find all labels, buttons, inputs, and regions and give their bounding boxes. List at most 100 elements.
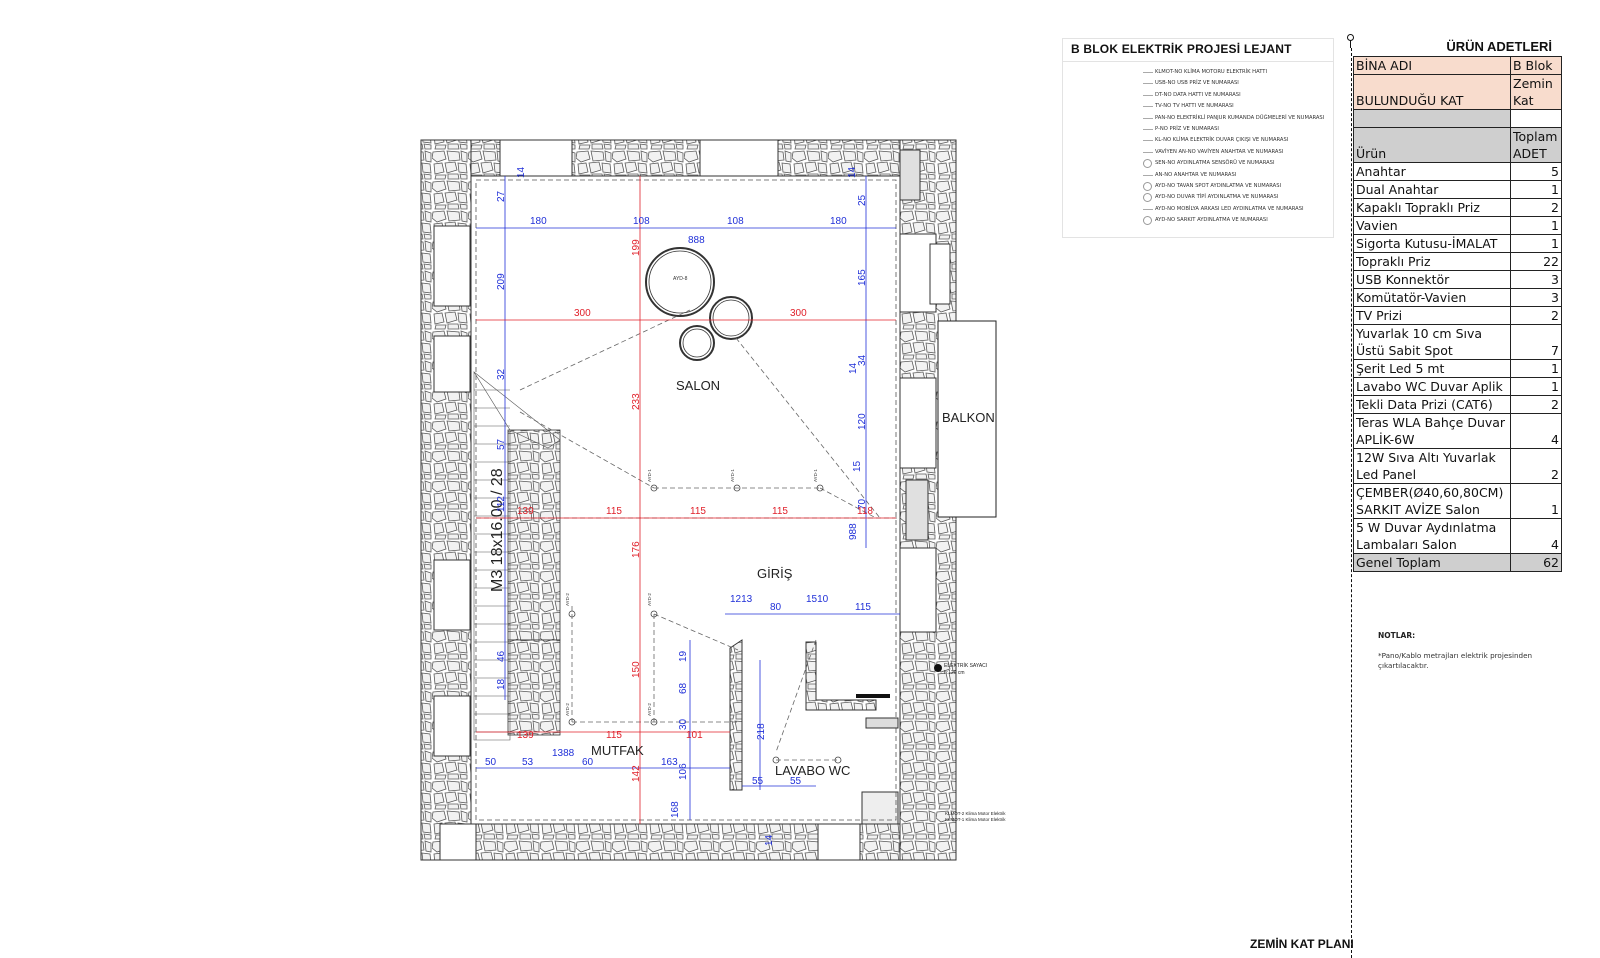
- table-row: BULUNDUĞU KAT Zemin Kat: [1353, 74, 1562, 110]
- product-name: 5 W Duvar Aydınlatma Lambaları Salon: [1353, 518, 1511, 554]
- dimension: 233: [631, 393, 642, 410]
- legend-symbol-icon: [1143, 94, 1153, 96]
- dimension: 30: [678, 718, 689, 730]
- legend-symbol-icon: [1143, 83, 1153, 85]
- dimension: 218: [756, 723, 767, 740]
- legend-symbol-icon: [1143, 106, 1153, 108]
- product-qty: 2: [1510, 306, 1562, 325]
- dimension: 115: [855, 602, 871, 613]
- pendant-label: AYD-8: [673, 276, 688, 282]
- product-qty: 1: [1510, 216, 1562, 235]
- table-row: [1353, 109, 1562, 128]
- spacer-cell: [1510, 109, 1562, 128]
- pin-icon: [1347, 34, 1354, 48]
- room-balkon: BALKON: [942, 410, 995, 425]
- dimension: 32: [496, 368, 507, 380]
- meter-height: h:120 cm: [944, 670, 965, 676]
- notes-title: NOTLAR:: [1378, 631, 1416, 640]
- notes-text: *Pano/Kablo metrajları elektrik projesin…: [1378, 651, 1533, 670]
- product-name: Şerit Led 5 mt: [1353, 359, 1511, 378]
- legend-symbol-icon: [1143, 208, 1153, 210]
- dimension: 34: [857, 354, 868, 366]
- legend-item: PAN-NO ELEKTRİKLİ PANJUR KUMANDA DÜĞMELE…: [1155, 114, 1325, 121]
- product-name: ÇEMBER(Ø40,60,80CM) SARKIT AVİZE Salon: [1353, 483, 1511, 519]
- dimension: 80: [770, 602, 782, 613]
- building-label: BİNA ADI: [1353, 56, 1511, 75]
- product-name: Yuvarlak 10 cm Sıva Üstü Sabit Spot: [1353, 324, 1511, 360]
- dimension: 19: [678, 650, 689, 662]
- product-qty: 1: [1510, 180, 1562, 199]
- dimension: 1388: [552, 748, 575, 759]
- balcony-outline: [937, 320, 997, 518]
- legend-symbol-icon: [1143, 151, 1153, 153]
- dimension: 50: [485, 757, 497, 768]
- dimension: 176: [631, 541, 642, 558]
- room-salon: SALON: [676, 378, 720, 393]
- dimension: 108: [727, 216, 744, 227]
- dimension: 55: [790, 776, 802, 787]
- floor-value: Zemin Kat: [1510, 74, 1562, 110]
- dimension: 115: [606, 506, 622, 517]
- product-qty: 2: [1510, 448, 1562, 484]
- spacer-cell: [1353, 109, 1511, 128]
- meter-label: ELEKTRİK SAYACI: [944, 662, 987, 669]
- dimension: 888: [688, 235, 705, 246]
- legend-item: VAVİYEN AN-NO VAVİYEN ANAHTAR VE NUMARAS…: [1155, 148, 1284, 155]
- table-header-row: Ürün Toplam ADET: [1353, 127, 1562, 163]
- legend-item: AN-NO ANAHTAR VE NUMARASI: [1155, 171, 1237, 178]
- total-value: 62: [1510, 553, 1562, 572]
- legend-symbol-icon: [1143, 174, 1153, 176]
- legend-title: B BLOK ELEKTRİK PROJESİ LEJANT: [1071, 42, 1292, 56]
- dimension: 55: [752, 776, 764, 787]
- product-name: 12W Sıva Altı Yuvarlak Led Panel: [1353, 448, 1511, 484]
- dimension: 108: [633, 216, 650, 227]
- dimension: 120: [857, 413, 868, 430]
- product-name: Komütatör-Vavien: [1353, 288, 1511, 307]
- dimension: 142: [631, 765, 642, 782]
- dimension: 46: [496, 650, 507, 662]
- dimension: 1510: [806, 594, 829, 605]
- dimension: 27: [496, 190, 507, 202]
- dimension: 101: [686, 730, 703, 741]
- product-qty: 4: [1510, 413, 1562, 449]
- col-total: Toplam ADET: [1510, 127, 1562, 163]
- sheet-divider: [1351, 48, 1352, 958]
- dimension: 14: [516, 166, 527, 178]
- dimension: 139: [517, 730, 534, 741]
- blue-dimension-lines: [476, 176, 900, 820]
- dimension: 118: [857, 506, 873, 517]
- product-qty: 3: [1510, 270, 1562, 289]
- ceiling-spot-icons: [568, 484, 842, 764]
- product-qty: 1: [1510, 359, 1562, 378]
- dimension: 115: [606, 730, 622, 741]
- spot-label: AYD-2: [647, 703, 652, 716]
- legend-symbol-icon: [1143, 159, 1152, 169]
- table-title: ÜRÜN ADETLERİ: [1446, 39, 1552, 54]
- product-name: Teras WLA Bahçe Duvar APLİK-6W: [1353, 413, 1511, 449]
- product-qty: 7: [1510, 324, 1562, 360]
- dimension: 57: [496, 438, 507, 450]
- legend-item: SEN-NO AYDINLATMA SENSÖRÜ VE NUMARASI: [1155, 160, 1275, 167]
- product-qty: 4: [1510, 518, 1562, 554]
- klima-label: KLMOT-1 Klima Motor Elektrik: [945, 817, 1006, 822]
- product-name: Tekli Data Prizi (CAT6): [1353, 395, 1511, 414]
- product-name: Dual Anahtar: [1353, 180, 1511, 199]
- dimension: 14: [847, 166, 858, 178]
- product-name: Lavabo WC Duvar Aplik: [1353, 377, 1511, 396]
- legend-symbol-icon: [1143, 117, 1153, 119]
- legend-item: AYD-NO MOBİLYA ARKASI LED AYDINLATMA VE …: [1155, 205, 1304, 212]
- legend-item: AYD-NO TAVAN SPOT AYDINLATMA VE NUMARASI: [1155, 183, 1282, 189]
- product-qty: 22: [1510, 252, 1562, 271]
- dimension: 115: [690, 506, 706, 517]
- dimension: 168: [670, 801, 681, 818]
- room-lavabo: LAVABO WC: [775, 763, 850, 778]
- legend-symbol-icon: [1143, 216, 1152, 226]
